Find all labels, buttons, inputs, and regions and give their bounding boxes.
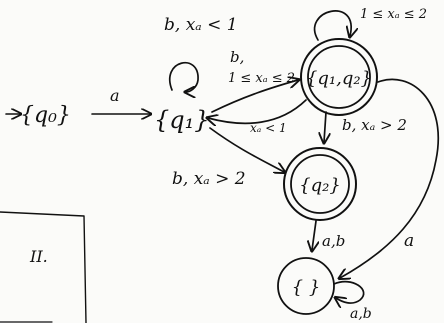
state-empty: { } (292, 277, 321, 298)
edge-q12-q2 (324, 111, 326, 142)
state-empty-ring (277, 257, 335, 315)
loop-q12 (313, 10, 352, 41)
label-q12-empty: a (404, 231, 414, 251)
edge-q1-q2 (209, 127, 284, 172)
label-loop-q12: 1 ≤ xₐ ≤ 2 (360, 7, 427, 22)
state-q12-inner-ring (307, 45, 371, 109)
edge-q12-q1 (208, 99, 307, 123)
label-q12-q2: b, xₐ > 2 (342, 116, 407, 134)
state-q0: {q₀} (20, 103, 71, 128)
loop-q1 (169, 61, 199, 92)
edge-q2-empty (312, 220, 316, 250)
label-q1-q12-symbol: b, (230, 48, 244, 66)
label-q2-empty: a,b (322, 232, 345, 250)
loop-empty (334, 280, 365, 303)
edge-q12-empty (340, 78, 439, 278)
label-q12-q1: xₐ < 1 (250, 121, 287, 135)
label-q1-q2: b, xₐ > 2 (172, 169, 246, 189)
sheet-outline (0, 211, 87, 323)
label-loop-empty: a,b (350, 306, 372, 322)
state-q12: {q₁,q₂} (306, 68, 372, 89)
label-loop-q1: b, xₐ < 1 (164, 15, 238, 35)
state-q2: {q₂} (299, 175, 341, 196)
label-q0-q1: a (110, 86, 120, 105)
note-label: II. (29, 247, 48, 266)
label-q1-q12-guard: 1 ≤ xₐ ≤ 2 (228, 71, 295, 86)
edge-q1-q12 (211, 80, 298, 113)
state-q2-outer-ring (283, 147, 357, 221)
state-q2-inner-ring (290, 154, 350, 214)
state-q1: {q₁} (154, 106, 210, 134)
